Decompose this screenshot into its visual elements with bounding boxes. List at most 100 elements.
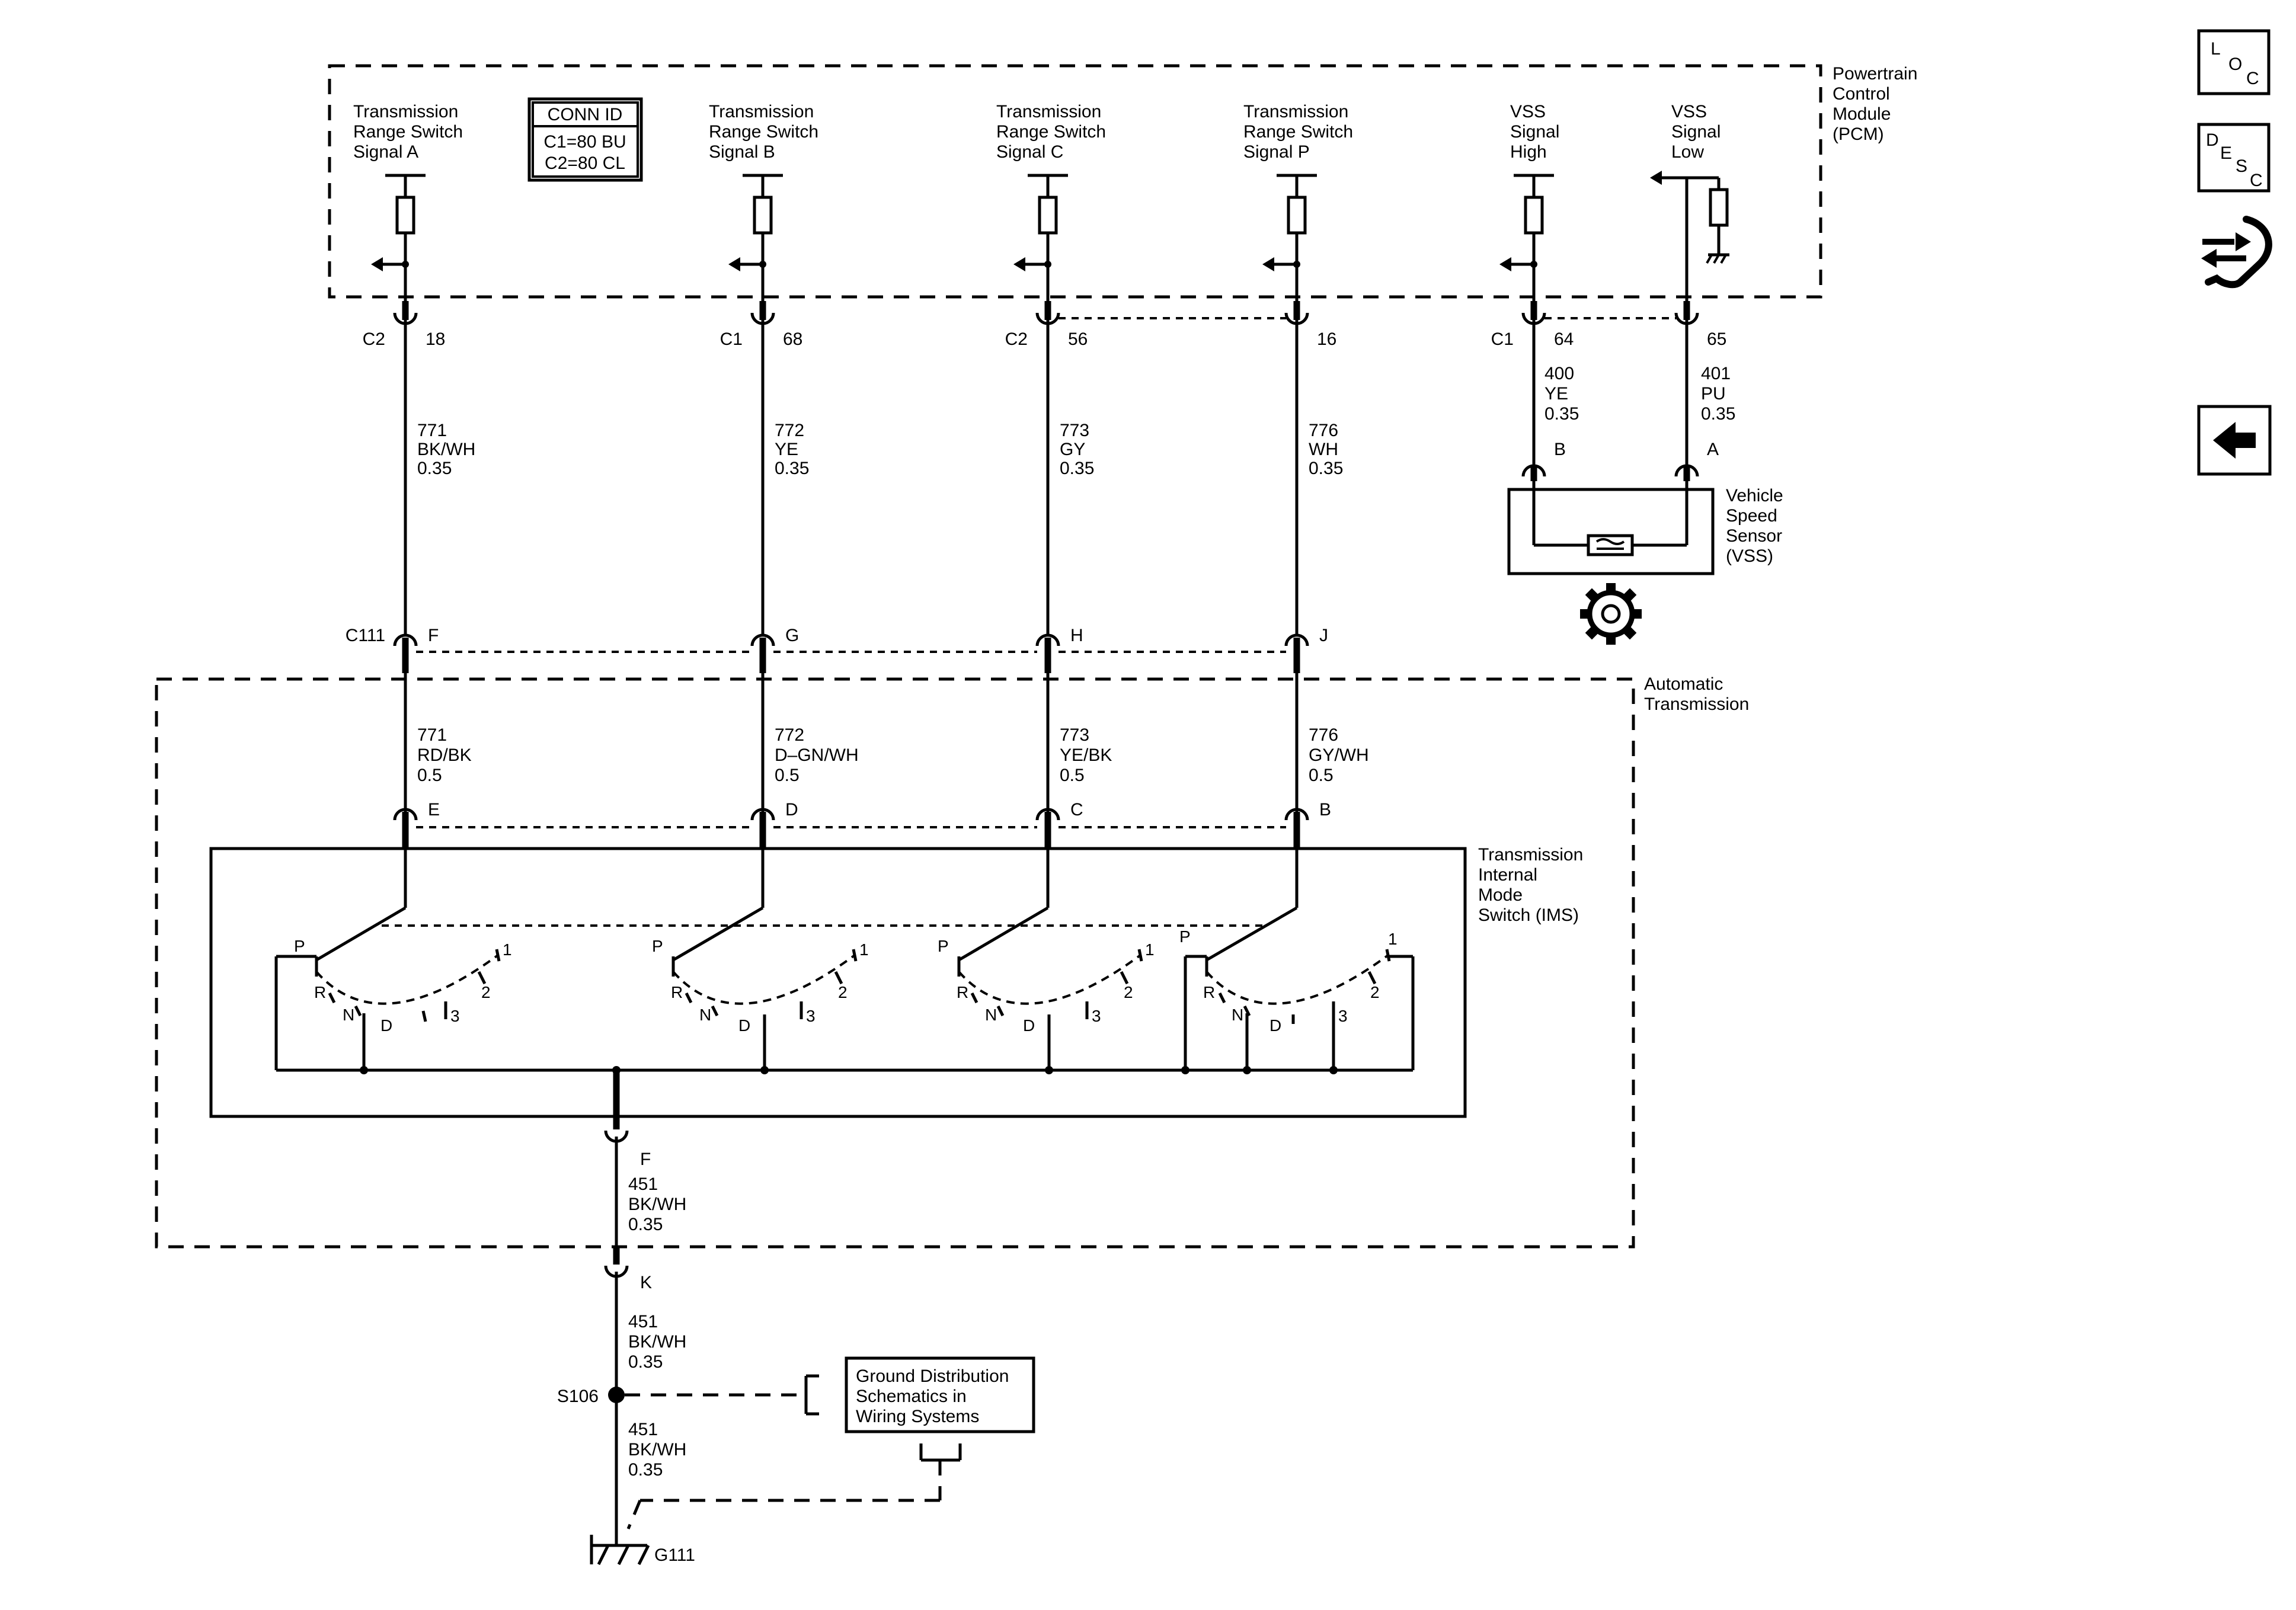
- svg-text:PU: PU: [1701, 384, 1726, 404]
- wire-label-773-upper: 773 GY 0.35: [1060, 421, 1094, 478]
- wire-label-776-upper: 776 WH 0.35: [1309, 421, 1343, 478]
- svg-text:Transmission: Transmission: [996, 102, 1101, 121]
- svg-text:N: N: [1232, 1006, 1243, 1024]
- upper-wires: [402, 301, 1690, 635]
- signal-label-p: Transmission Range Switch Signal P: [1243, 102, 1353, 162]
- svg-text:A: A: [1707, 440, 1719, 459]
- transmission-title: Automatic Transmission: [1644, 674, 1749, 714]
- svg-text:3: 3: [450, 1007, 460, 1025]
- svg-text:0.35: 0.35: [1309, 459, 1343, 478]
- wrench-arrows-icon[interactable]: [2201, 216, 2272, 289]
- svg-text:Signal P: Signal P: [1243, 142, 1310, 162]
- svg-text:BK/WH: BK/WH: [628, 1332, 686, 1352]
- svg-text:E: E: [2220, 143, 2232, 163]
- pcm-input-a: [371, 174, 426, 313]
- svg-text:Speed: Speed: [1726, 506, 1777, 526]
- svg-text:Automatic: Automatic: [1644, 674, 1723, 694]
- svg-text:D: D: [380, 1016, 392, 1035]
- signal-label-vss-low: VSS Signal Low: [1671, 102, 1721, 162]
- svg-text:Transmission: Transmission: [1478, 845, 1583, 865]
- svg-text:P: P: [1179, 927, 1191, 946]
- svg-text:R: R: [671, 983, 683, 1001]
- svg-text:D: D: [2206, 130, 2219, 150]
- svg-text:C111: C111: [346, 626, 385, 645]
- svg-text:451: 451: [628, 1174, 658, 1194]
- svg-text:776: 776: [1309, 421, 1338, 440]
- svg-text:D: D: [1023, 1016, 1035, 1035]
- wire-label-771-upper: 771 BK/WH 0.35: [417, 421, 475, 478]
- svg-text:BK/WH: BK/WH: [417, 440, 475, 459]
- svg-text:VSS: VSS: [1510, 102, 1546, 121]
- svg-text:Transmission: Transmission: [1644, 694, 1749, 714]
- c111-connector: C111 F G H J: [346, 626, 1328, 673]
- svg-text:Mode: Mode: [1478, 885, 1523, 905]
- svg-text:773: 773: [1060, 421, 1089, 440]
- ground-wire-label-3: 451 BK/WH 0.35: [628, 1420, 686, 1480]
- svg-text:401: 401: [1701, 364, 1731, 383]
- svg-text:E: E: [428, 800, 440, 820]
- loc-button[interactable]: L O C: [2197, 29, 2271, 95]
- svg-text:2: 2: [838, 983, 848, 1001]
- svg-text:High: High: [1510, 142, 1547, 162]
- desc-button[interactable]: D E S C: [2197, 123, 2271, 193]
- svg-text:B: B: [1554, 440, 1566, 459]
- svg-text:773: 773: [1060, 725, 1089, 745]
- svg-text:BK/WH: BK/WH: [628, 1440, 686, 1459]
- svg-text:2: 2: [1124, 983, 1133, 1001]
- svg-text:P: P: [294, 937, 305, 955]
- svg-text:0.5: 0.5: [775, 766, 800, 785]
- svg-text:3: 3: [806, 1007, 816, 1025]
- wire-label-400: 400 YE 0.35: [1544, 364, 1579, 424]
- pcm-pin-labels: C2 18 C1 68 C2 56 16 C1 64 65: [363, 329, 1727, 349]
- svg-text:N: N: [985, 1006, 997, 1024]
- svg-text:1: 1: [1388, 930, 1398, 948]
- svg-text:0.35: 0.35: [628, 1460, 663, 1480]
- svg-text:0.5: 0.5: [1060, 766, 1085, 785]
- svg-text:D: D: [738, 1016, 750, 1035]
- conn-id-c1: C1=80 BU: [543, 132, 626, 152]
- ground-wire-label-1: 451 BK/WH 0.35: [628, 1174, 686, 1234]
- svg-text:451: 451: [628, 1312, 658, 1331]
- svg-text:1: 1: [1145, 940, 1155, 959]
- pcm-title: Powertrain Control Module (PCM): [1833, 64, 1917, 144]
- svg-text:Transmission: Transmission: [1243, 102, 1348, 121]
- svg-text:18: 18: [426, 329, 445, 349]
- svg-text:776: 776: [1309, 725, 1338, 745]
- ims-title: Transmission Internal Mode Switch (IMS): [1478, 845, 1583, 925]
- svg-text:Low: Low: [1671, 142, 1704, 162]
- svg-text:772: 772: [775, 725, 804, 745]
- svg-text:N: N: [343, 1006, 354, 1024]
- svg-text:771: 771: [417, 421, 447, 440]
- svg-text:Signal B: Signal B: [709, 142, 775, 162]
- svg-text:Module: Module: [1833, 104, 1891, 124]
- svg-text:Transmission: Transmission: [709, 102, 814, 121]
- ground-point-label: G111: [654, 1545, 695, 1565]
- svg-text:2: 2: [1370, 983, 1380, 1001]
- svg-text:0.35: 0.35: [628, 1352, 663, 1372]
- svg-text:WH: WH: [1309, 440, 1338, 459]
- lower-wires: [404, 673, 1299, 818]
- svg-text:451: 451: [628, 1420, 658, 1439]
- back-button[interactable]: [2197, 405, 2272, 476]
- svg-text:1: 1: [503, 940, 512, 959]
- svg-text:C1: C1: [720, 329, 743, 349]
- ims-contacts: [274, 849, 1415, 1074]
- svg-text:2: 2: [481, 983, 491, 1001]
- pcm-input-b: [728, 174, 783, 313]
- svg-text:F: F: [640, 1150, 651, 1169]
- svg-text:0.5: 0.5: [1309, 766, 1334, 785]
- ground-distribution-ref[interactable]: Ground Distribution Schematics in Wiring…: [625, 1356, 1035, 1529]
- ims-connector: E D C B: [393, 800, 1331, 849]
- svg-text:C2: C2: [363, 329, 385, 349]
- svg-text:R: R: [957, 983, 968, 1001]
- svg-text:Signal C: Signal C: [996, 142, 1063, 162]
- wire-label-772-upper: 772 YE 0.35: [775, 421, 809, 478]
- svg-text:D: D: [785, 800, 798, 820]
- svg-text:0.5: 0.5: [417, 766, 442, 785]
- svg-text:L: L: [2211, 39, 2221, 59]
- svg-text:BK/WH: BK/WH: [628, 1195, 686, 1214]
- svg-text:G: G: [785, 626, 799, 645]
- svg-text:1: 1: [859, 940, 869, 959]
- svg-text:S: S: [2236, 156, 2247, 176]
- svg-text:Range Switch: Range Switch: [996, 122, 1106, 142]
